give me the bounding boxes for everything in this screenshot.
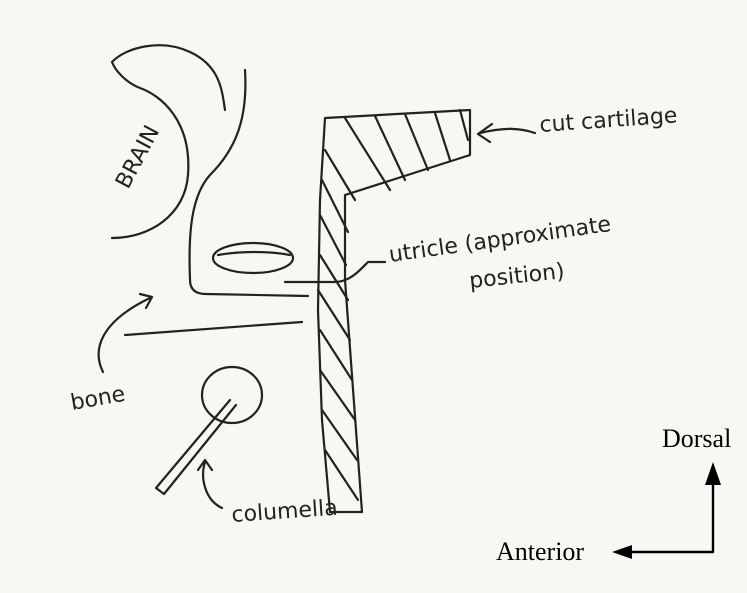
columella-rod (156, 400, 236, 494)
brain-label: BRAIN (111, 121, 165, 192)
bone-line (125, 322, 302, 335)
columella-label: columella (231, 496, 339, 528)
utricle-inner-line (218, 252, 290, 255)
dorsal-arrowhead (705, 462, 721, 485)
anterior-arrowhead (612, 545, 632, 559)
bone-label: bone (69, 382, 127, 416)
orientation-axes (612, 462, 721, 559)
brain-outline (112, 45, 225, 238)
dorsal-label: Dorsal (662, 424, 731, 453)
columella-ball (202, 367, 262, 423)
cut-cartilage-arrow (478, 124, 535, 142)
utricle-oval (213, 243, 293, 273)
cut-cartilage-shape (318, 110, 470, 512)
utricle-label-line1: utricle (approximate (387, 212, 612, 268)
columella-arrow (198, 460, 222, 508)
utricle-label-line2: position) (468, 259, 566, 294)
anterior-label: Anterior (496, 537, 584, 566)
cut-cartilage-label: cut cartilage (539, 103, 679, 138)
